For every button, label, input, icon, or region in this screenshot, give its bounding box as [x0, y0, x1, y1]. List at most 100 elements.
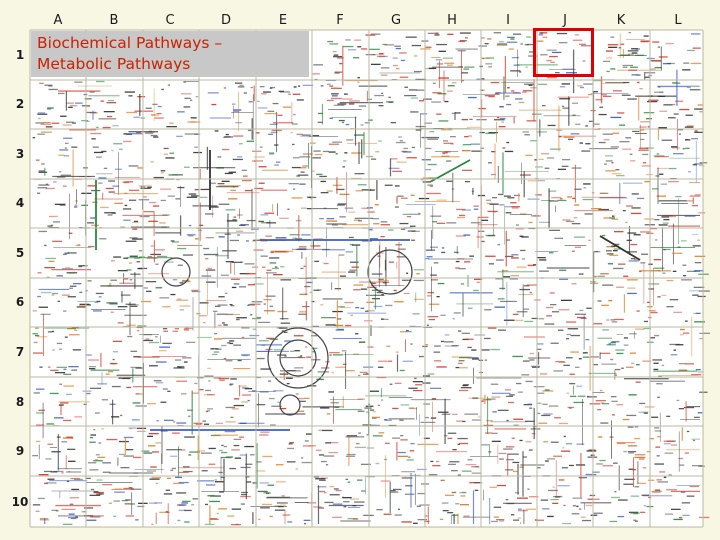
- pathway-label-mark: [322, 150, 329, 153]
- pathway-label-mark: [63, 155, 70, 157]
- pathway-label-mark: [371, 416, 380, 418]
- pathway-label-mark: [347, 518, 358, 520]
- pathway-label-mark: [562, 68, 574, 70]
- pathway-label-mark: [288, 183, 299, 185]
- column-label-i: I: [506, 13, 510, 28]
- pathway-label-mark: [539, 259, 547, 261]
- pathway-label-mark: [32, 333, 38, 335]
- pathway-label-mark: [566, 321, 577, 323]
- pathway-label-mark: [536, 402, 542, 404]
- pathway-label-mark: [418, 355, 424, 358]
- pathway-label-mark: [44, 244, 47, 247]
- pathway-label-mark: [443, 57, 453, 59]
- pathway-label-mark: [237, 359, 242, 362]
- pathway-label-mark: [605, 160, 613, 162]
- pathway-label-mark: [392, 57, 398, 59]
- pathway-label-mark: [457, 216, 466, 219]
- pathway-label-mark: [313, 64, 323, 66]
- pathway-label-mark: [427, 163, 437, 166]
- pathway-label-mark: [186, 341, 196, 343]
- pathway-label-mark: [488, 66, 493, 68]
- pathway-label-mark: [137, 505, 145, 508]
- pathway-label-mark: [79, 305, 87, 307]
- pathway-label-mark: [397, 451, 406, 454]
- pathway-label-mark: [269, 257, 280, 259]
- pathway-label-mark: [329, 43, 339, 45]
- pathway-label-mark: [338, 119, 345, 122]
- pathway-label-mark: [200, 452, 212, 454]
- row-label-7: 7: [16, 345, 24, 359]
- pathway-label-mark: [67, 448, 76, 450]
- pathway-label-mark: [167, 477, 171, 479]
- pathway-label-mark: [218, 377, 230, 380]
- pathway-label-mark: [504, 255, 514, 258]
- pathway-label-mark: [236, 318, 240, 321]
- pathway-label-mark: [657, 296, 661, 298]
- pathway-label-mark: [210, 518, 218, 520]
- pathway-label-mark: [356, 443, 360, 445]
- pathway-label-mark: [511, 254, 519, 256]
- pathway-label-mark: [662, 63, 671, 65]
- pathway-label-mark: [331, 97, 342, 100]
- pathway-label-mark: [621, 367, 624, 369]
- pathway-label-mark: [585, 504, 593, 507]
- pathway-label-mark: [609, 217, 615, 219]
- pathway-label-mark: [107, 115, 113, 118]
- pathway-label-mark: [371, 218, 380, 220]
- pathway-label-mark: [602, 403, 610, 405]
- pathway-label-mark: [313, 150, 321, 152]
- pathway-label-mark: [636, 81, 640, 84]
- pathway-label-mark: [89, 91, 95, 93]
- pathway-label-mark: [465, 37, 468, 39]
- pathway-label-mark: [494, 306, 505, 308]
- pathway-label-mark: [230, 189, 237, 191]
- pathway-label-mark: [38, 171, 48, 173]
- pathway-label-mark: [600, 273, 609, 275]
- pathway-label-mark: [566, 392, 569, 394]
- pathway-label-mark: [469, 118, 473, 120]
- pathway-label-mark: [210, 495, 221, 497]
- pathway-label-mark: [563, 435, 566, 438]
- pathway-label-mark: [616, 352, 624, 355]
- pathway-label-mark: [247, 399, 250, 402]
- pathway-label-mark: [62, 185, 67, 187]
- pathway-label-mark: [128, 427, 137, 429]
- pathway-label-mark: [507, 36, 515, 38]
- pathway-label-mark: [399, 222, 409, 225]
- pathway-label-mark: [357, 184, 367, 186]
- pathway-label-mark: [148, 220, 158, 222]
- pathway-label-mark: [558, 136, 562, 138]
- pathway-label-mark: [83, 93, 88, 96]
- pathway-label-mark: [471, 150, 483, 152]
- pathway-label-mark: [484, 95, 495, 97]
- pathway-label-mark: [329, 354, 332, 356]
- pathway-label-mark: [446, 160, 452, 162]
- pathway-label-mark: [325, 324, 336, 326]
- pathway-label-mark: [424, 169, 432, 171]
- pathway-label-mark: [66, 121, 74, 123]
- pathway-label-mark: [461, 79, 464, 82]
- pathway-label-mark: [423, 403, 430, 405]
- pathway-label-mark: [155, 249, 165, 251]
- pathway-label-mark: [496, 117, 500, 119]
- pathway-label-mark: [62, 437, 74, 439]
- pathway-label-mark: [544, 167, 550, 169]
- pathway-label-mark: [241, 493, 248, 496]
- pathway-label-mark: [606, 253, 614, 255]
- pathway-label-mark: [259, 391, 269, 393]
- pathway-label-mark: [59, 171, 62, 173]
- pathway-label-mark: [238, 143, 243, 145]
- pathway-label-mark: [165, 489, 171, 491]
- pathway-label-mark: [241, 394, 252, 396]
- pathway-label-mark: [650, 311, 658, 314]
- pathway-label-mark: [569, 464, 574, 467]
- pathway-label-mark: [681, 502, 691, 504]
- pathway-label-mark: [643, 35, 649, 37]
- pathway-label-mark: [465, 464, 477, 466]
- pathway-label-mark: [626, 251, 637, 253]
- pathway-label-mark: [553, 455, 562, 457]
- pathway-label-mark: [398, 136, 402, 138]
- pathway-label-mark: [257, 490, 268, 493]
- pathway-label-mark: [385, 442, 390, 444]
